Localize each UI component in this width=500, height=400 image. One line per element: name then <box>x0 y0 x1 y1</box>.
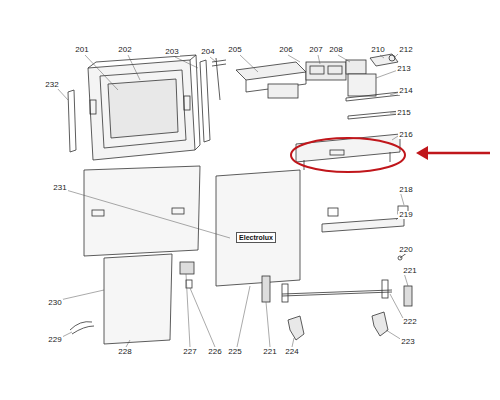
callout-number: 213 <box>396 65 411 73</box>
callout-number: 206 <box>278 46 293 54</box>
callout-number: 214 <box>398 87 413 95</box>
callout-number: 230 <box>47 299 62 307</box>
callout-number: 212 <box>398 46 413 54</box>
callout-number: 201 <box>74 46 89 54</box>
callout-number: 226 <box>207 348 222 356</box>
callout-number: 231 <box>52 184 67 192</box>
callout-number: 208 <box>328 46 343 54</box>
callout-number: 216 <box>398 131 413 139</box>
callout-number: 227 <box>182 348 197 356</box>
callout-number: 225 <box>227 348 242 356</box>
callout-number: 215 <box>396 109 411 117</box>
callout-number: 207 <box>308 46 323 54</box>
callout-number: 222 <box>402 318 417 326</box>
callout-number: 228 <box>117 348 132 356</box>
callout-number: 232 <box>44 81 59 89</box>
callout-number: 210 <box>370 46 385 54</box>
callout-number: 224 <box>284 348 299 356</box>
callout-number: 220 <box>398 246 413 254</box>
callout-number: 221 <box>402 267 417 275</box>
callout-number: 203 <box>164 48 179 56</box>
callout-number: 205 <box>227 46 242 54</box>
brand-badge: Electrolux <box>236 232 276 243</box>
callout-number: 202 <box>117 46 132 54</box>
callout-number: 229 <box>47 336 62 344</box>
callout-number: 221 <box>262 348 277 356</box>
callout-number: 204 <box>200 48 215 56</box>
callout-number: 218 <box>398 186 413 194</box>
callout-number: 223 <box>400 338 415 346</box>
callout-number: 219 <box>398 211 413 219</box>
